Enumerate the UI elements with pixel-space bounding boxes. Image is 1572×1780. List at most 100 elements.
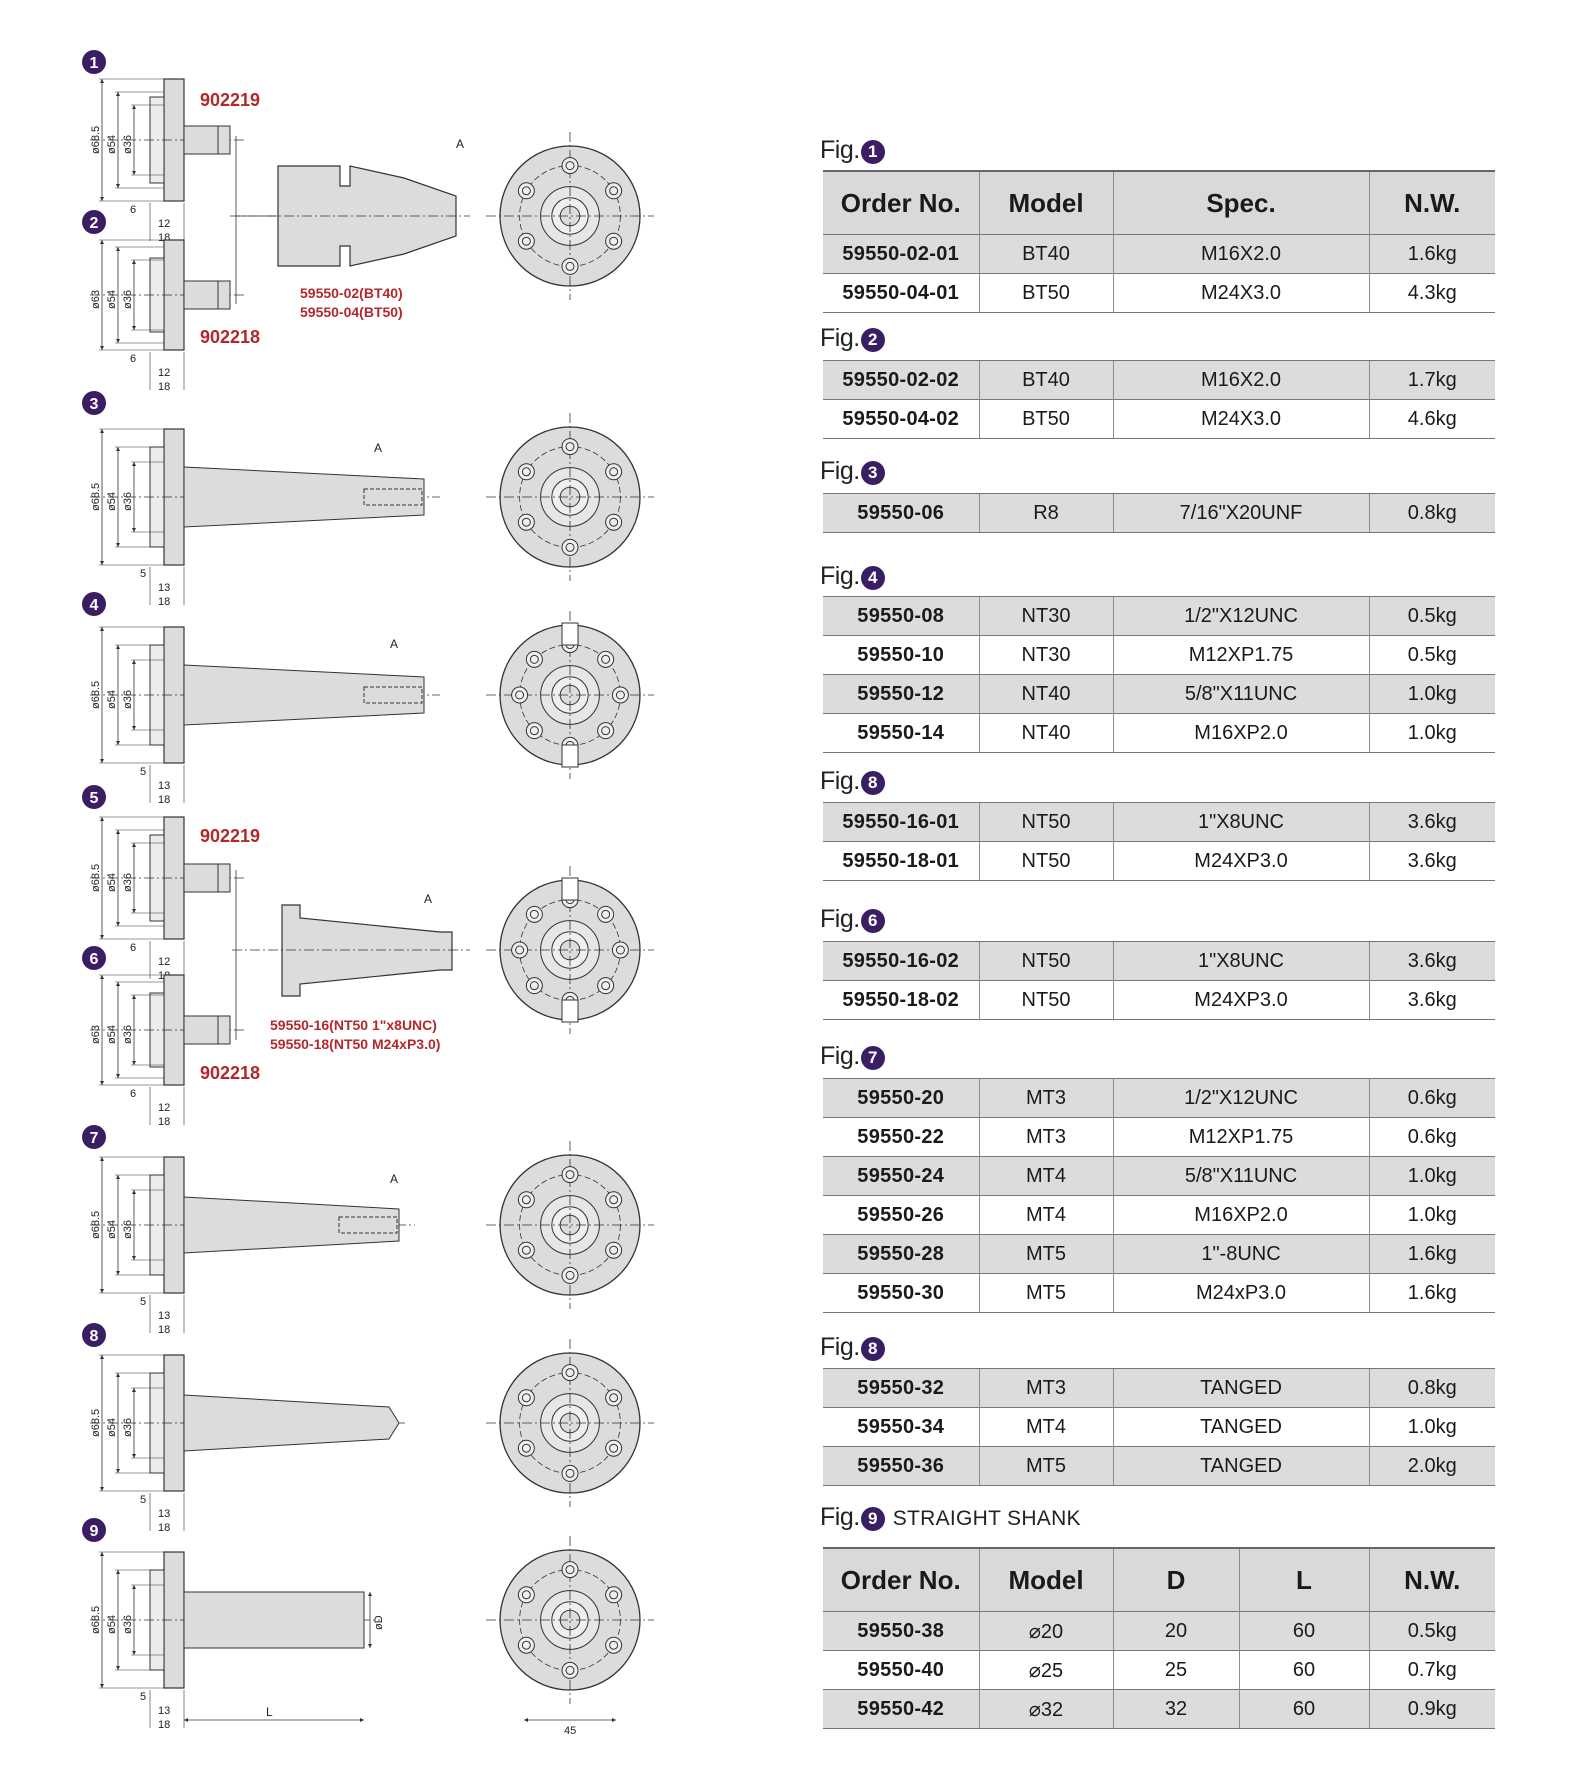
fig-number-badge: 9	[860, 1507, 885, 1531]
fig-number-badge: 3	[860, 461, 885, 485]
bolt-hole-inner	[515, 690, 525, 700]
svg-text:8: 8	[90, 1328, 99, 1345]
fig-badge-8: 8	[82, 1323, 106, 1347]
part-number-902218-bottom: 902218	[200, 1063, 260, 1083]
column-header: Model	[978, 1547, 1113, 1612]
cell-model: MT3	[978, 1078, 1113, 1118]
cell-spec: TANGED	[1112, 1446, 1369, 1486]
dimension-label: 13	[158, 1508, 170, 1520]
cell-model: MT4	[978, 1156, 1113, 1196]
drive-slot	[561, 877, 579, 901]
cell-nw: 1.6kg	[1368, 1273, 1495, 1313]
section-marker-A: A	[456, 137, 464, 151]
bolt-hole	[605, 1586, 623, 1604]
cell-spec: 5/8"X11UNC	[1112, 674, 1369, 714]
bolt-hole-inner	[521, 1590, 531, 1600]
cell-order: 59550-12	[823, 674, 979, 714]
bolt-hole-inner	[529, 654, 539, 664]
fig-label: Fig.	[820, 562, 860, 590]
cell-spec: 1"-8UNC	[1112, 1234, 1369, 1274]
bolt-hole-inner	[521, 236, 531, 246]
bolt-hole-inner	[615, 690, 625, 700]
cell-model: BT40	[978, 234, 1113, 274]
bolt-hole-inner	[609, 1590, 619, 1600]
cell-model: NT30	[978, 635, 1113, 675]
thread-hidden-line	[363, 686, 423, 704]
svg-text:6: 6	[90, 951, 99, 968]
bolt-hole	[517, 1241, 535, 1259]
bolt-hole-inner	[565, 1565, 575, 1575]
cell-order: 59550-38	[823, 1611, 979, 1651]
cell-spec: M16X2.0	[1112, 234, 1369, 274]
cell-order: 59550-06	[823, 493, 979, 533]
bolt-hole	[517, 1389, 535, 1407]
fig-number-badge: 2	[860, 328, 885, 352]
dimension-label: ø54	[106, 1025, 118, 1044]
column-header: Order No.	[823, 1547, 979, 1612]
bolt-hole	[517, 1586, 535, 1604]
dimension-label: ø63	[90, 1025, 102, 1044]
bt-tool-holder	[277, 165, 457, 267]
dimension-label: 6	[130, 1088, 136, 1100]
svg-text:2: 2	[90, 215, 99, 232]
dimension-label: ø68.5	[90, 1606, 102, 1634]
cell-model: BT40	[978, 360, 1113, 400]
fig-heading: Fig.6	[820, 903, 885, 935]
cell-nw: 4.6kg	[1368, 399, 1495, 439]
bolt-hole-inner	[609, 236, 619, 246]
cell-model: BT50	[978, 399, 1113, 439]
svg-text:7: 7	[90, 1130, 99, 1147]
cell-model: NT50	[978, 941, 1113, 981]
fig-badge-5: 5	[82, 785, 106, 809]
cell-order: 59550-18-01	[823, 841, 979, 881]
bolt-hole	[525, 977, 543, 995]
fig-heading: Fig.4	[820, 560, 885, 592]
fig-subtitle: STRAIGHT SHANK	[892, 1507, 1081, 1530]
bolt-hole-inner	[521, 1393, 531, 1403]
dimension-label: ø54	[106, 1418, 118, 1437]
shank-straight	[183, 1591, 365, 1649]
dimension-label: 18	[158, 381, 170, 393]
cell-spec: M16XP2.0	[1112, 713, 1369, 753]
bolt-hole	[561, 538, 579, 556]
bolt-hole	[605, 1389, 623, 1407]
cell-nw: 1.0kg	[1368, 674, 1495, 714]
bolt-hole	[611, 686, 629, 704]
part-number-902218-top: 902218	[200, 327, 260, 347]
dimension-label: 5	[140, 1494, 146, 1506]
column-header: N.W.	[1368, 1547, 1495, 1612]
cell-nw: 0.8kg	[1368, 1368, 1495, 1408]
dimension-label: ø36	[122, 290, 134, 309]
bolt-hole-inner	[565, 161, 575, 171]
cell-nw: 0.6kg	[1368, 1117, 1495, 1157]
dimension-label: 5	[140, 1691, 146, 1703]
bolt-hole	[605, 182, 623, 200]
fig-label: Fig.	[820, 1333, 860, 1361]
bolt-hole	[517, 232, 535, 250]
shank-taper	[183, 1196, 400, 1254]
bolt-hole	[561, 438, 579, 456]
fig-number-badge: 4	[860, 566, 885, 590]
part-number-902219-bottom: 902219	[200, 826, 260, 846]
cell-model: BT50	[978, 273, 1113, 313]
cell-nw: 1.6kg	[1368, 1234, 1495, 1274]
cell-model: R8	[978, 493, 1113, 533]
cell-order: 59550-20	[823, 1078, 979, 1118]
cell-order: 59550-04-01	[823, 273, 979, 313]
bolt-hole	[605, 463, 623, 481]
fig-badge-6: 6	[82, 946, 106, 970]
dimension-label: ø63	[90, 290, 102, 309]
dimension-label: 6	[130, 204, 136, 216]
dimension-label: L	[266, 1705, 273, 1719]
cell-l: 60	[1238, 1650, 1369, 1690]
dimension-label: ø54	[106, 290, 118, 309]
bolt-hole-inner	[601, 981, 611, 991]
